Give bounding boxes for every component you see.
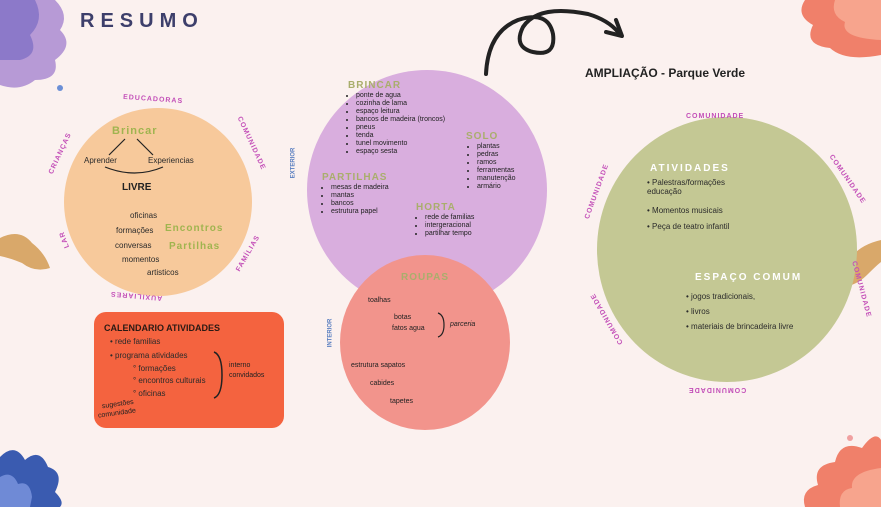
- left-item-formacoes: formações: [116, 226, 154, 235]
- calendar-brace-convidados: convidados: [229, 372, 265, 379]
- calendar-item-programa: • programa atividades: [110, 351, 188, 360]
- partilhas-item: mantas: [331, 192, 389, 200]
- espaco-item-materiais-label: materiais de brincadeira livre: [691, 322, 794, 331]
- calendar-title: CALENDARIO ATIVIDADES: [104, 323, 221, 333]
- roupas-brace: [437, 312, 445, 338]
- solo-item: ferramentas: [477, 167, 516, 175]
- atividades-item-teatro-label: Peça de teatro infantil: [652, 222, 730, 231]
- exterior-label: EXTERIOR: [290, 147, 297, 179]
- roupas-parceria: parceria: [450, 321, 476, 328]
- brincar-item: tenda: [356, 132, 445, 140]
- solo-item: pedras: [477, 151, 516, 159]
- brincar-branches: [104, 138, 164, 174]
- partilhas-item: bancos: [331, 200, 389, 208]
- roupas-cabides: cabides: [370, 380, 395, 387]
- roupas-fatos-agua: fatos agua: [392, 325, 425, 332]
- calendar-item-programa-label: programa atividades: [115, 351, 188, 360]
- partilhas-header: PARTILHAS: [322, 172, 388, 183]
- espaco-item-jogos-label: jogos tradicionais,: [691, 292, 756, 301]
- espaco-item-jogos: • jogos tradicionais,: [686, 292, 756, 301]
- calendar-sub-formacoes-label: formações: [138, 364, 176, 373]
- brincar-item: tunel movimento: [356, 140, 445, 148]
- experiencias-label: Experiencias: [148, 156, 194, 165]
- parque-verde-circle: [597, 117, 857, 382]
- solo-item: armário: [477, 183, 516, 191]
- solo-header: SOLO: [466, 131, 499, 142]
- brincar-item: espaço leitura: [356, 108, 445, 116]
- brincar-item: cozinha de lama: [356, 100, 445, 108]
- atividades-item-musicais-label: Momentos musicais: [652, 206, 723, 215]
- brincar-label: Brincar: [112, 125, 158, 137]
- left-item-momentos: momentos: [122, 255, 160, 264]
- corner-flower-top-left: [0, 0, 67, 91]
- calendar-item-rede: • rede familias: [110, 337, 161, 346]
- atividades-item-teatro: • Peça de teatro infantil: [647, 222, 730, 231]
- espaco-item-livros-label: livros: [691, 307, 710, 316]
- ring-label-educadoras: EDUCADORAS: [122, 93, 184, 106]
- roupas-tapetes: tapetes: [390, 398, 413, 405]
- aprender-label: Aprender: [84, 156, 117, 165]
- corner-flower-top-right: [801, 0, 881, 58]
- calendar-sub-encontros: ° encontros culturais: [133, 376, 206, 385]
- roupas-toalhas: toalhas: [368, 297, 391, 304]
- atividades-header: ATIVIDADES: [650, 163, 730, 174]
- calendar-box: [94, 312, 284, 428]
- horta-item: intergeracional: [425, 222, 474, 230]
- espaco-comum-header: ESPAÇO COMUM: [695, 272, 803, 283]
- solo-list: plantas pedras ramos ferramentas manuten…: [468, 143, 516, 191]
- corner-flower-bottom-left: [0, 450, 62, 507]
- interior-label: INTERIOR: [327, 318, 334, 348]
- calendar-item-rede-label: rede familias: [115, 337, 161, 346]
- brincar-item: pneus: [356, 124, 445, 132]
- ring-comunidade-top: COMUNIDADE: [686, 113, 745, 120]
- calendar-brace: [213, 351, 223, 399]
- calendar-sub-oficinas: ° oficinas: [133, 389, 166, 398]
- atividades-item-palestras: • Palestras/formações educação: [647, 178, 725, 196]
- brincar-header: BRINCAR: [348, 80, 402, 91]
- left-item-oficinas: oficinas: [130, 211, 158, 220]
- solo-item: ramos: [477, 159, 516, 167]
- espaco-item-livros: • livros: [686, 307, 710, 316]
- roupas-header: ROUPAS: [401, 272, 450, 283]
- atividades-item-musicais: • Momentos musicais: [647, 206, 723, 215]
- encontros-label: Encontros: [165, 223, 224, 234]
- horta-item: rede de familias: [425, 214, 474, 222]
- left-item-artisticos: artisticos: [147, 268, 179, 277]
- calendar-sub-formacoes: ° formações: [133, 364, 176, 373]
- solo-item: plantas: [477, 143, 516, 151]
- livre-label: LIVRE: [122, 182, 152, 193]
- partilhas-label: Partilhas: [169, 241, 221, 252]
- roupas-estrutura: estrutura sapatos: [351, 362, 406, 369]
- brincar-item: bancos de madeira (troncos): [356, 116, 445, 124]
- roupas-botas: botas: [394, 314, 412, 321]
- partilhas-item: estrutura papel: [331, 208, 389, 216]
- left-item-conversas: conversas: [115, 241, 152, 250]
- calendar-sub-oficinas-label: oficinas: [138, 389, 166, 398]
- espaco-item-materiais: • materiais de brincadeira livre: [686, 322, 794, 331]
- partilhas-item: mesas de madeira: [331, 184, 389, 192]
- ring-comunidade-bottom: COMUNIDADE: [688, 386, 747, 393]
- horta-header: HORTA: [416, 202, 456, 213]
- brincar-list: ponte de agua cozinha de lama espaço lei…: [347, 92, 445, 156]
- partilhas-list: mesas de madeira mantas bancos estrutura…: [322, 184, 389, 216]
- horta-item: partilhar tempo: [425, 230, 474, 238]
- brincar-item: espaço sesta: [356, 148, 445, 156]
- calendar-brace-interno: interno: [229, 362, 251, 369]
- atividades-item-palestras-label: Palestras/formações educação: [647, 178, 725, 196]
- brincar-item: ponte de agua: [356, 92, 445, 100]
- loop-arrow: [484, 9, 624, 76]
- horta-list: rede de familias intergeracional partilh…: [416, 214, 474, 238]
- leaf-left-decoration: [0, 234, 50, 270]
- page-title: RESUMO: [80, 10, 204, 32]
- corner-flower-bottom-right: [803, 435, 881, 507]
- solo-item: manutenção: [477, 175, 516, 183]
- left-circle: [64, 108, 252, 296]
- calendar-sub-encontros-label: encontros culturais: [138, 376, 206, 385]
- ampliacao-title: AMPLIAÇÃO - Parque Verde: [585, 66, 746, 80]
- roupas-circle: [340, 255, 510, 430]
